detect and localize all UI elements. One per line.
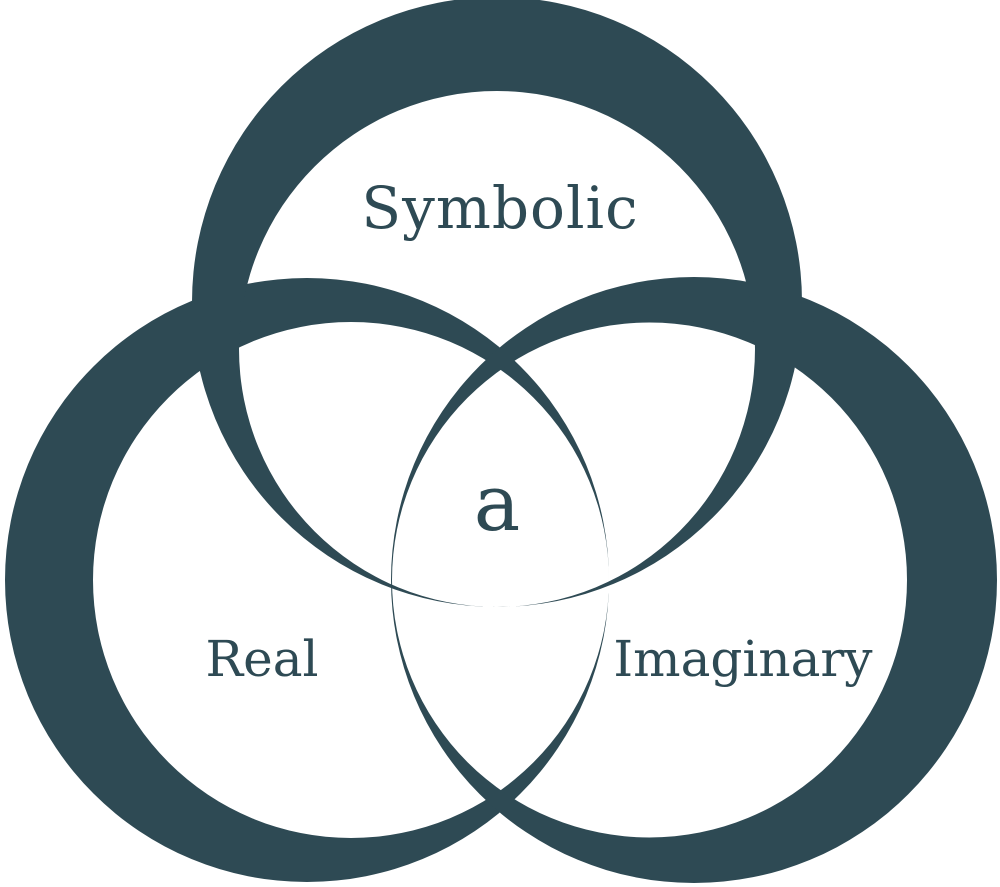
label-real: Real bbox=[205, 630, 318, 688]
label-imaginary: Imaginary bbox=[613, 630, 873, 688]
ring-imaginary bbox=[391, 277, 997, 883]
label-object-a: a bbox=[474, 459, 521, 549]
label-symbolic: Symbolic bbox=[361, 174, 638, 242]
ring-real bbox=[5, 278, 609, 882]
